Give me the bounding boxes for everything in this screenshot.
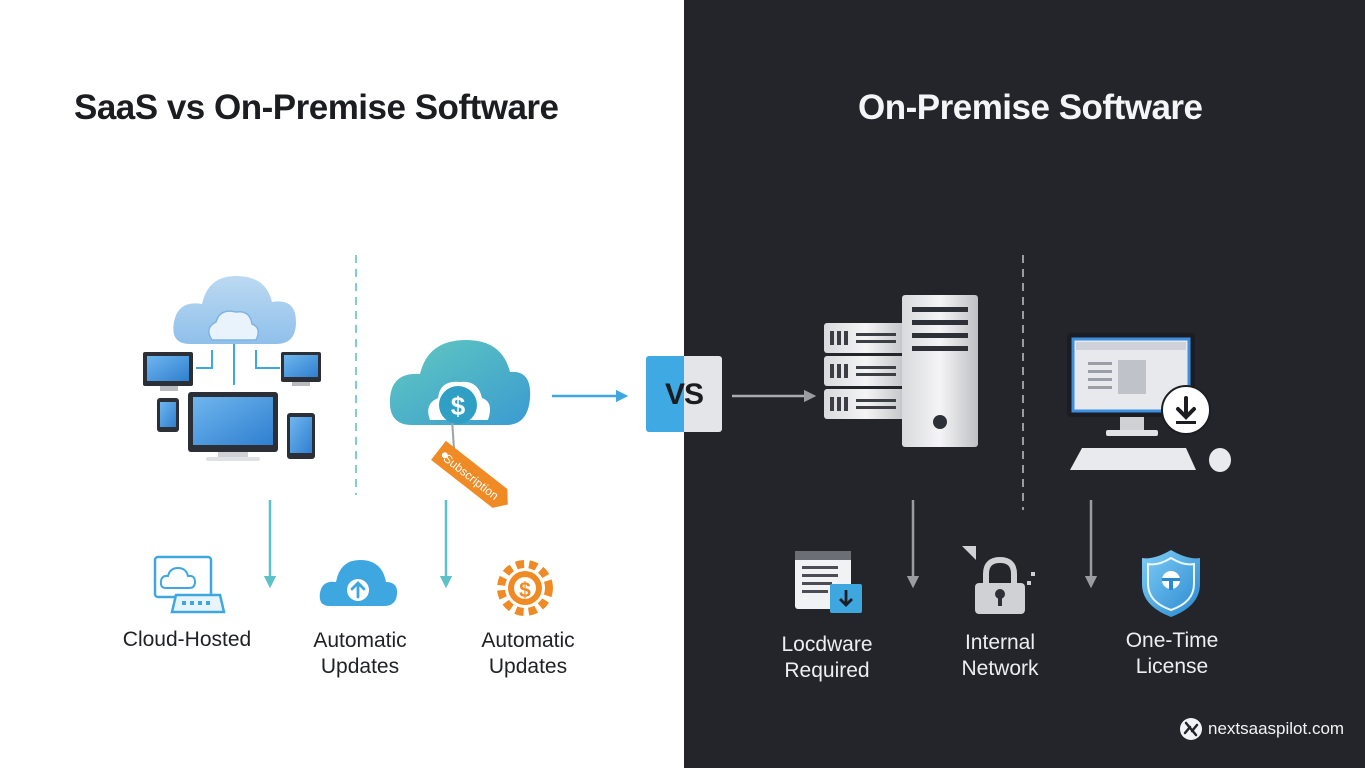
vs-badge: [646, 356, 722, 432]
label-automatic-updates-1: Automatic Updates: [313, 629, 407, 678]
label-one-time-license: One-Time License: [1125, 629, 1219, 678]
shield-license-icon: [1142, 550, 1200, 617]
on-premise-panel: [684, 0, 1365, 768]
saas-panel: [0, 0, 684, 768]
cloud-hosted-icon: [153, 555, 226, 614]
subscription-cloud-icon: $: [389, 340, 531, 425]
vs-label: VS: [664, 378, 704, 411]
on-premise-title: On-Premise Software: [858, 88, 1203, 127]
label-internal-network: Internal Network: [961, 631, 1039, 680]
desktop-download-icon: [1067, 333, 1231, 472]
brand-logo-icon: [1180, 718, 1202, 740]
label-hardware-required: Locdware Required: [781, 633, 873, 682]
automatic-updates-gear-icon: $: [497, 560, 553, 616]
server-icon: [824, 295, 978, 447]
label-automatic-updates-2: Automatic Updates: [481, 629, 575, 678]
subscription-tag: Subscription: [431, 422, 508, 508]
cloud-network-icon: [143, 276, 321, 461]
svg-text:$: $: [519, 579, 531, 602]
hardware-document-icon: [795, 551, 862, 613]
tag-text: Subscription: [441, 451, 502, 503]
label-cloud-hosted: Cloud-Hosted: [122, 628, 252, 651]
lock-icon: [962, 546, 1035, 614]
page-title: SaaS vs On-Premise Software: [74, 88, 559, 127]
brand-text: nextsaaspilot.com: [1208, 719, 1345, 738]
automatic-updates-cloud-icon: [319, 560, 398, 606]
brand[interactable]: nextsaaspilot.com: [1180, 716, 1344, 742]
svg-text:$: $: [451, 391, 466, 421]
